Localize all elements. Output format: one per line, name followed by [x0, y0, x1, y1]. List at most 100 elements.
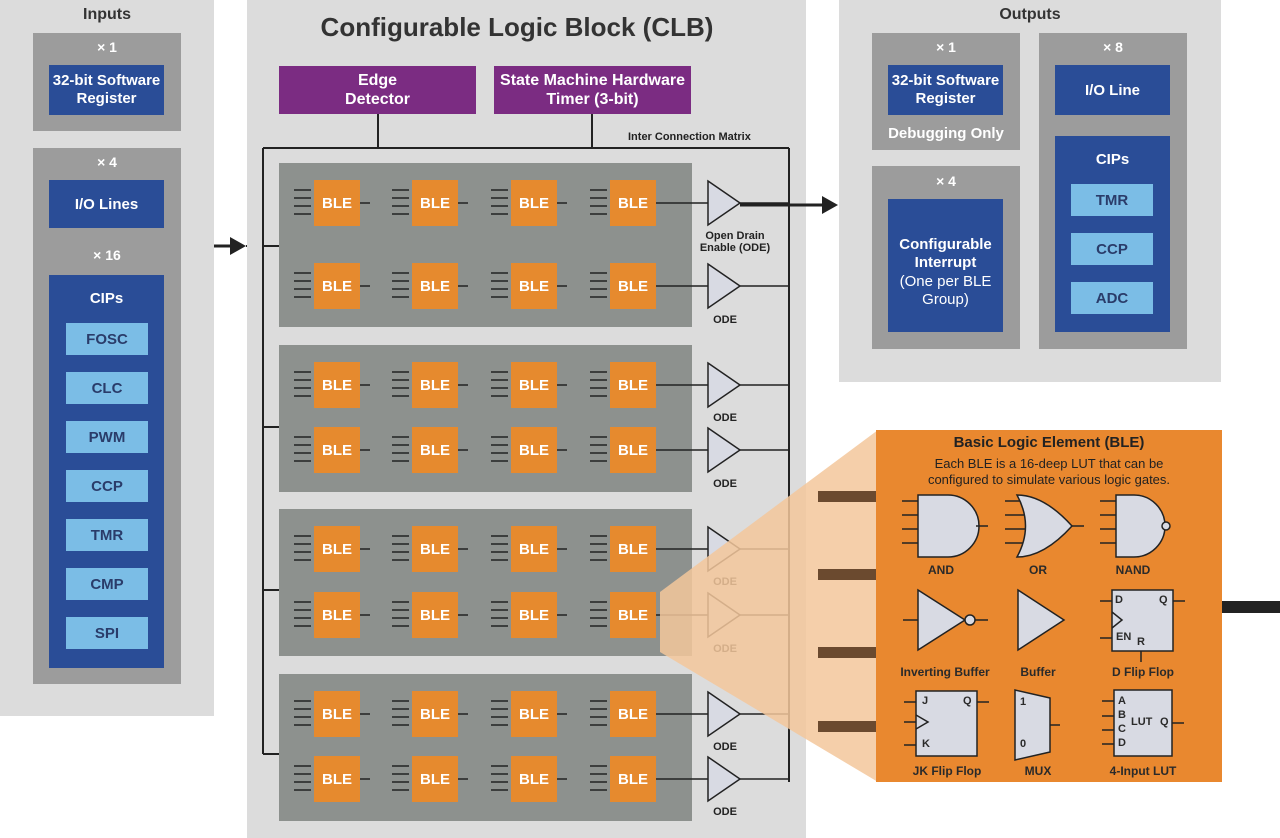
- lut-pin-c: C: [1118, 723, 1126, 735]
- buffer-icon: [1017, 588, 1066, 652]
- ode-label-7: ODE: [713, 741, 737, 753]
- ode-buffer-icon: [707, 426, 742, 474]
- ode-label-3: ODE: [713, 412, 737, 424]
- ble-7-4: BLE: [610, 691, 656, 737]
- output-cip-adc: ADC: [1071, 282, 1153, 314]
- lut-pin-b: B: [1118, 709, 1126, 721]
- gate-label-and: AND: [928, 563, 954, 577]
- output-interrupt-box: [888, 199, 1003, 332]
- inputs-title: Inputs: [83, 6, 131, 23]
- dff-pin-d: D: [1115, 594, 1123, 606]
- ble-6-1: BLE: [314, 592, 360, 638]
- ble-1-1: BLE: [314, 180, 360, 226]
- or-gate-icon: [1005, 494, 1084, 558]
- ble-2-4: BLE: [610, 263, 656, 309]
- ble-1-3: BLE: [511, 180, 557, 226]
- lut-pin-q: Q: [1160, 716, 1169, 728]
- ble-6-4: BLE: [610, 592, 656, 638]
- ble-2-2: BLE: [412, 263, 458, 309]
- output-io-count: × 8: [1103, 39, 1123, 55]
- d-flip-flop-icon: [1100, 589, 1185, 662]
- ode-buffer-icon: [707, 690, 742, 738]
- input-cip-tmr: TMR: [66, 519, 148, 551]
- input-cips-count: × 16: [93, 247, 121, 263]
- mux-pin-0: 0: [1020, 738, 1027, 750]
- ble-2-3: BLE: [511, 263, 557, 309]
- ble-6-3: BLE: [511, 592, 557, 638]
- input-cip-fosc: FOSC: [66, 323, 148, 355]
- output-cip-ccp: CCP: [1071, 233, 1153, 265]
- output-cip-tmr: TMR: [1071, 184, 1153, 216]
- input-cip-spi: SPI: [66, 617, 148, 649]
- input-sw-count: × 1: [97, 39, 117, 55]
- ble-6-2: BLE: [412, 592, 458, 638]
- edge-detector: Edge Detector: [279, 66, 476, 114]
- ble-1-2: BLE: [412, 180, 458, 226]
- ble-3-3: BLE: [511, 362, 557, 408]
- jk-flip-flop-icon: [904, 690, 989, 757]
- gate-label-nand: NAND: [1115, 563, 1151, 577]
- ble-7-3: BLE: [511, 691, 557, 737]
- input-io-lines: I/O Lines: [49, 180, 164, 228]
- input-cip-ccp: CCP: [66, 470, 148, 502]
- ble-7-2: BLE: [412, 691, 458, 737]
- output-debug-label: Debugging Only: [888, 125, 1004, 142]
- output-sw-register: 32-bit Software Register: [888, 65, 1003, 115]
- output-interrupt-sub: (One per BLE Group): [899, 273, 992, 308]
- ble-1-4: BLE: [610, 180, 656, 226]
- state-machine-timer: State Machine Hardware Timer (3-bit): [494, 66, 691, 114]
- dff-pin-r: R: [1137, 636, 1145, 648]
- output-io-line: I/O Line: [1055, 65, 1170, 115]
- lut-pin-lut: LUT: [1131, 716, 1153, 728]
- dff-pin-en: EN: [1116, 631, 1132, 643]
- gate-label-jk-flip-flop: JK Flip Flop: [912, 764, 982, 778]
- gate-label-4-input-lut: 4-Input LUT: [1109, 764, 1177, 778]
- ble-5-3: BLE: [511, 526, 557, 572]
- ode-buffer-icon: [707, 755, 742, 803]
- ode-label-2: ODE: [713, 314, 737, 326]
- lut-pin-a: A: [1118, 695, 1126, 707]
- ble-4-2: BLE: [412, 427, 458, 473]
- ode-buffer-icon: [707, 179, 742, 227]
- ble-5-1: BLE: [314, 526, 360, 572]
- ble-detail-desc-2: configured to simulate various logic gat…: [927, 472, 1171, 487]
- ble-8-1: BLE: [314, 756, 360, 802]
- gate-label-inverting-buffer: Inverting Buffer: [900, 665, 990, 679]
- ble-8-2: BLE: [412, 756, 458, 802]
- ble-4-4: BLE: [610, 427, 656, 473]
- ble-3-2: BLE: [412, 362, 458, 408]
- ble-4-1: BLE: [314, 427, 360, 473]
- jk-pin-q: Q: [963, 695, 972, 707]
- interconnect-label: Inter Connection Matrix: [628, 131, 751, 143]
- output-int-count: × 4: [936, 173, 956, 189]
- ble-5-4: BLE: [610, 526, 656, 572]
- gate-label-buffer: Buffer: [1020, 665, 1056, 679]
- ble-5-2: BLE: [412, 526, 458, 572]
- input-io-count: × 4: [97, 154, 117, 170]
- gate-label-or: OR: [1029, 563, 1047, 577]
- ble-8-3: BLE: [511, 756, 557, 802]
- ble-detail-desc-1: Each BLE is a 16-deep LUT that can be: [934, 456, 1164, 471]
- output-interrupt-title: Configurable Interrupt: [899, 236, 992, 271]
- ble-3-1: BLE: [314, 362, 360, 408]
- input-cips-title: CIPs: [89, 290, 124, 307]
- mux-pin-1: 1: [1020, 696, 1027, 708]
- inverting-buffer-icon: [903, 588, 988, 652]
- ode-buffer-icon: [707, 262, 742, 310]
- ode-label-4: ODE: [713, 478, 737, 490]
- jk-pin-k: K: [922, 738, 930, 750]
- ble-detail-title: Basic Logic Element (BLE): [953, 434, 1145, 451]
- mux-icon: [1014, 689, 1060, 761]
- dff-pin-q: Q: [1159, 594, 1168, 606]
- input-cip-pwm: PWM: [66, 421, 148, 453]
- ode-label-first: Open Drain Enable (ODE): [699, 230, 771, 254]
- ble-3-4: BLE: [610, 362, 656, 408]
- ode-buffer-icon: [707, 361, 742, 409]
- lut-pin-d: D: [1118, 737, 1126, 749]
- ble-8-4: BLE: [610, 756, 656, 802]
- jk-pin-j: J: [922, 695, 929, 707]
- lut-icon: [1102, 689, 1184, 757]
- clb-title: Configurable Logic Block (CLB): [320, 12, 714, 42]
- input-cip-clc: CLC: [66, 372, 148, 404]
